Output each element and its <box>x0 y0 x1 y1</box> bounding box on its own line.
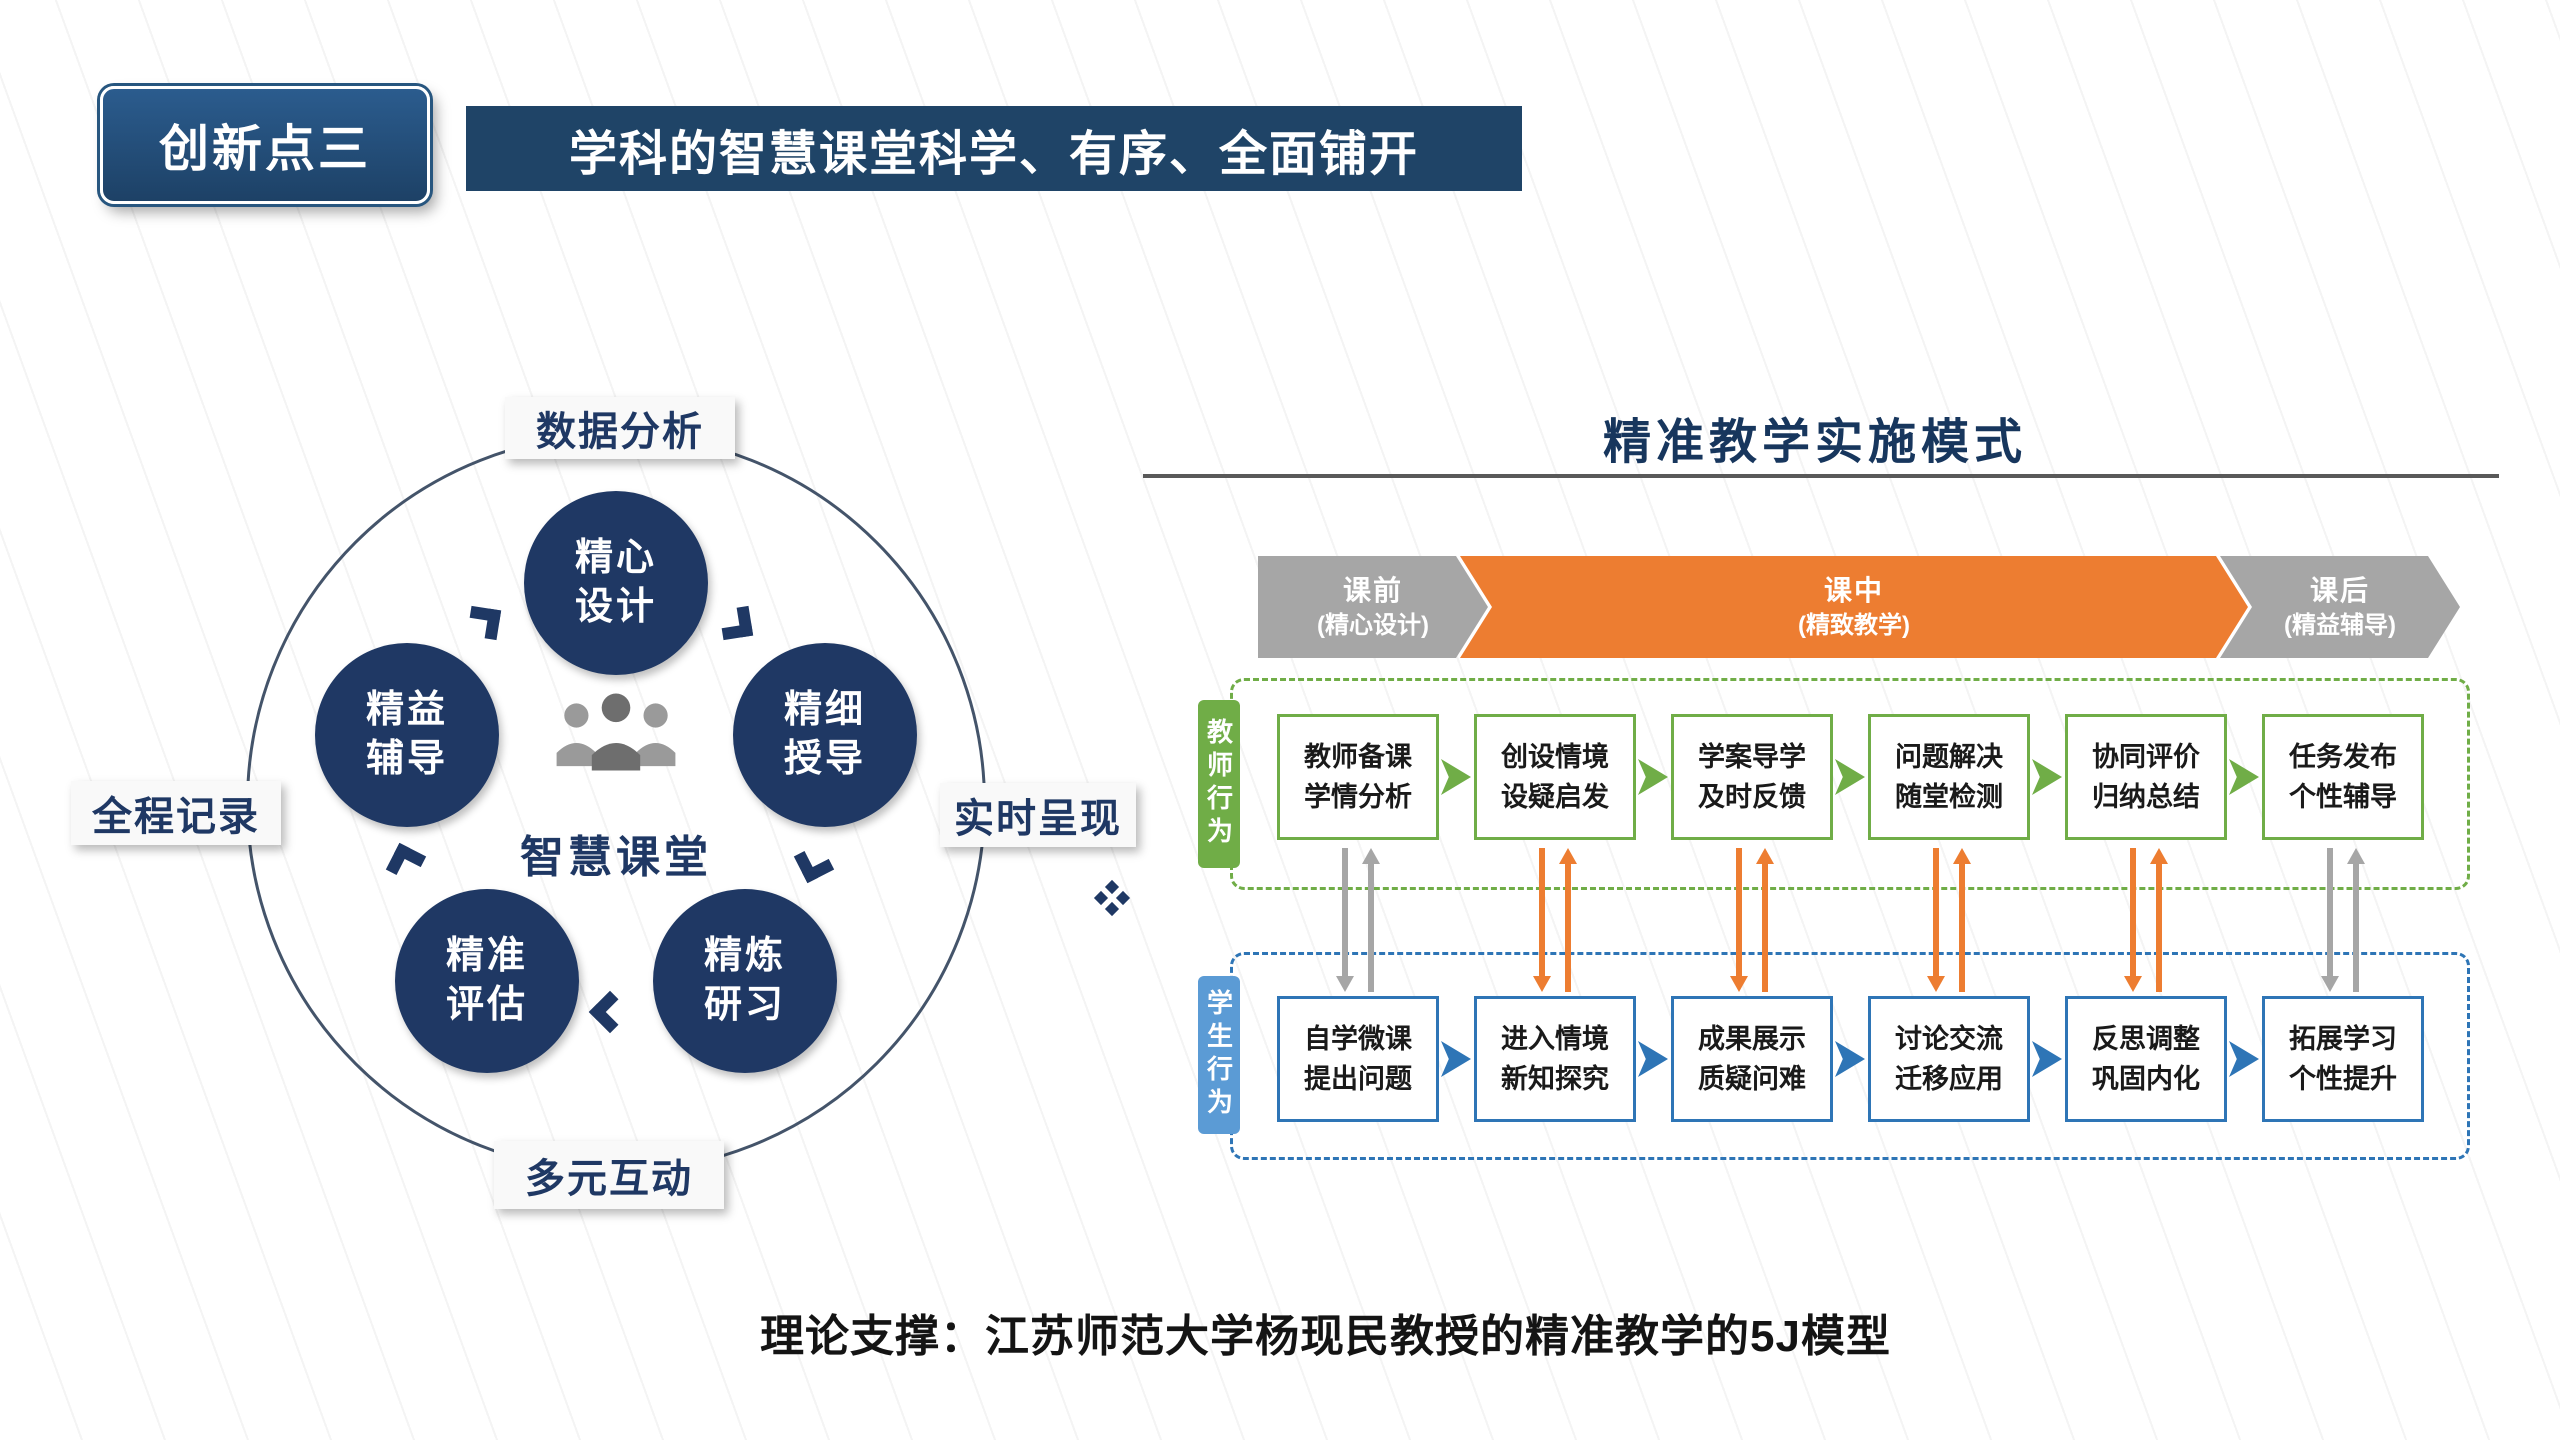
cycle-label-multi-interaction: 多元互动 <box>494 1141 724 1209</box>
teacher-step-box: 协同评价 归纳总结 <box>2065 714 2227 840</box>
cycle-label-realtime-display: 实时呈现 <box>940 783 1136 847</box>
interaction-arrows <box>1927 848 1971 992</box>
cycle-label-data-analysis: 数据分析 <box>505 397 735 459</box>
up-arrow-icon <box>2347 848 2365 992</box>
cycle-chevron-icon <box>466 605 502 641</box>
interaction-arrows <box>2124 848 2168 992</box>
student-step-box: 拓展学习 个性提升 <box>2262 996 2424 1122</box>
up-arrow-icon <box>1756 848 1774 992</box>
student-step-box: 反思调整 巩固内化 <box>2065 996 2227 1122</box>
down-arrow-icon <box>1730 848 1748 992</box>
down-arrow-icon <box>2124 848 2142 992</box>
model-title: 精准教学实施模式 <box>1602 416 2027 469</box>
teacher-step-box: 任务发布 个性辅导 <box>2262 714 2424 840</box>
interaction-arrows <box>1533 848 1577 992</box>
theory-support-caption: 理论支撑：江苏师范大学杨现民教授的精准教学的5J模型 <box>760 1312 1891 1361</box>
up-arrow-icon <box>1953 848 1971 992</box>
student-step-box: 进入情境 新知探究 <box>1474 996 1636 1122</box>
up-arrow-icon <box>1559 848 1577 992</box>
up-arrow-icon <box>2150 848 2168 992</box>
down-arrow-icon <box>1927 848 1945 992</box>
cycle-node-refined-study: 精炼 研习 <box>653 889 837 1073</box>
student-step-box: 成果展示 质疑问难 <box>1671 996 1833 1122</box>
interaction-arrows <box>1336 848 1380 992</box>
cycle-node-lean-tutoring: 精益 辅导 <box>315 643 499 827</box>
down-arrow-icon <box>1336 848 1354 992</box>
teacher-step-box: 问题解决 随堂检测 <box>1868 714 2030 840</box>
innovation-point-badge: 创新点三 <box>100 86 430 204</box>
slide-title: 学科的智慧课堂科学、有序、全面铺开 <box>568 127 1419 181</box>
cycle-label-full-record: 全程记录 <box>71 781 281 845</box>
badge-label: 创新点三 <box>159 121 371 177</box>
teacher-step-box: 创设情境 设疑启发 <box>1474 714 1636 840</box>
student-step-box: 自学微课 提出问题 <box>1277 996 1439 1122</box>
teacher-step-box: 教师备课 学情分析 <box>1277 714 1439 840</box>
cycle-node-careful-design: 精心 设计 <box>524 491 708 675</box>
phase-after-class: 课后 (精益辅导) <box>2220 556 2460 658</box>
down-arrow-icon <box>2321 848 2339 992</box>
cycle-chevron-icon <box>718 605 754 641</box>
people-icon <box>556 693 676 771</box>
model-title-underline <box>1143 474 2499 478</box>
phase-in-class: 课中 (精致教学) <box>1460 556 2248 658</box>
teacher-behavior-label: 教师行为 <box>1198 700 1240 868</box>
down-arrow-icon <box>1533 848 1551 992</box>
interaction-arrows <box>2321 848 2365 992</box>
slide-title-bar: 学科的智慧课堂科学、有序、全面铺开 <box>466 106 1522 191</box>
smart-classroom-cycle-diagram: 数据分析 实时呈现 多元互动 全程记录 精心 设计 精细 授导 精炼 研习 精准… <box>71 397 1136 1209</box>
diamond-bullet-icon <box>1093 879 1131 917</box>
cycle-node-detailed-teaching: 精细 授导 <box>733 643 917 827</box>
cycle-center-label: 智慧课堂 <box>520 833 712 882</box>
phase-before-class: 课前 (精心设计) <box>1258 556 1488 658</box>
student-step-box: 讨论交流 迁移应用 <box>1868 996 2030 1122</box>
interaction-arrows <box>1730 848 1774 992</box>
student-behavior-label: 学生行为 <box>1198 976 1240 1134</box>
teacher-step-box: 学案导学 及时反馈 <box>1671 714 1833 840</box>
cycle-node-precise-assessment: 精准 评估 <box>395 889 579 1073</box>
up-arrow-icon <box>1362 848 1380 992</box>
